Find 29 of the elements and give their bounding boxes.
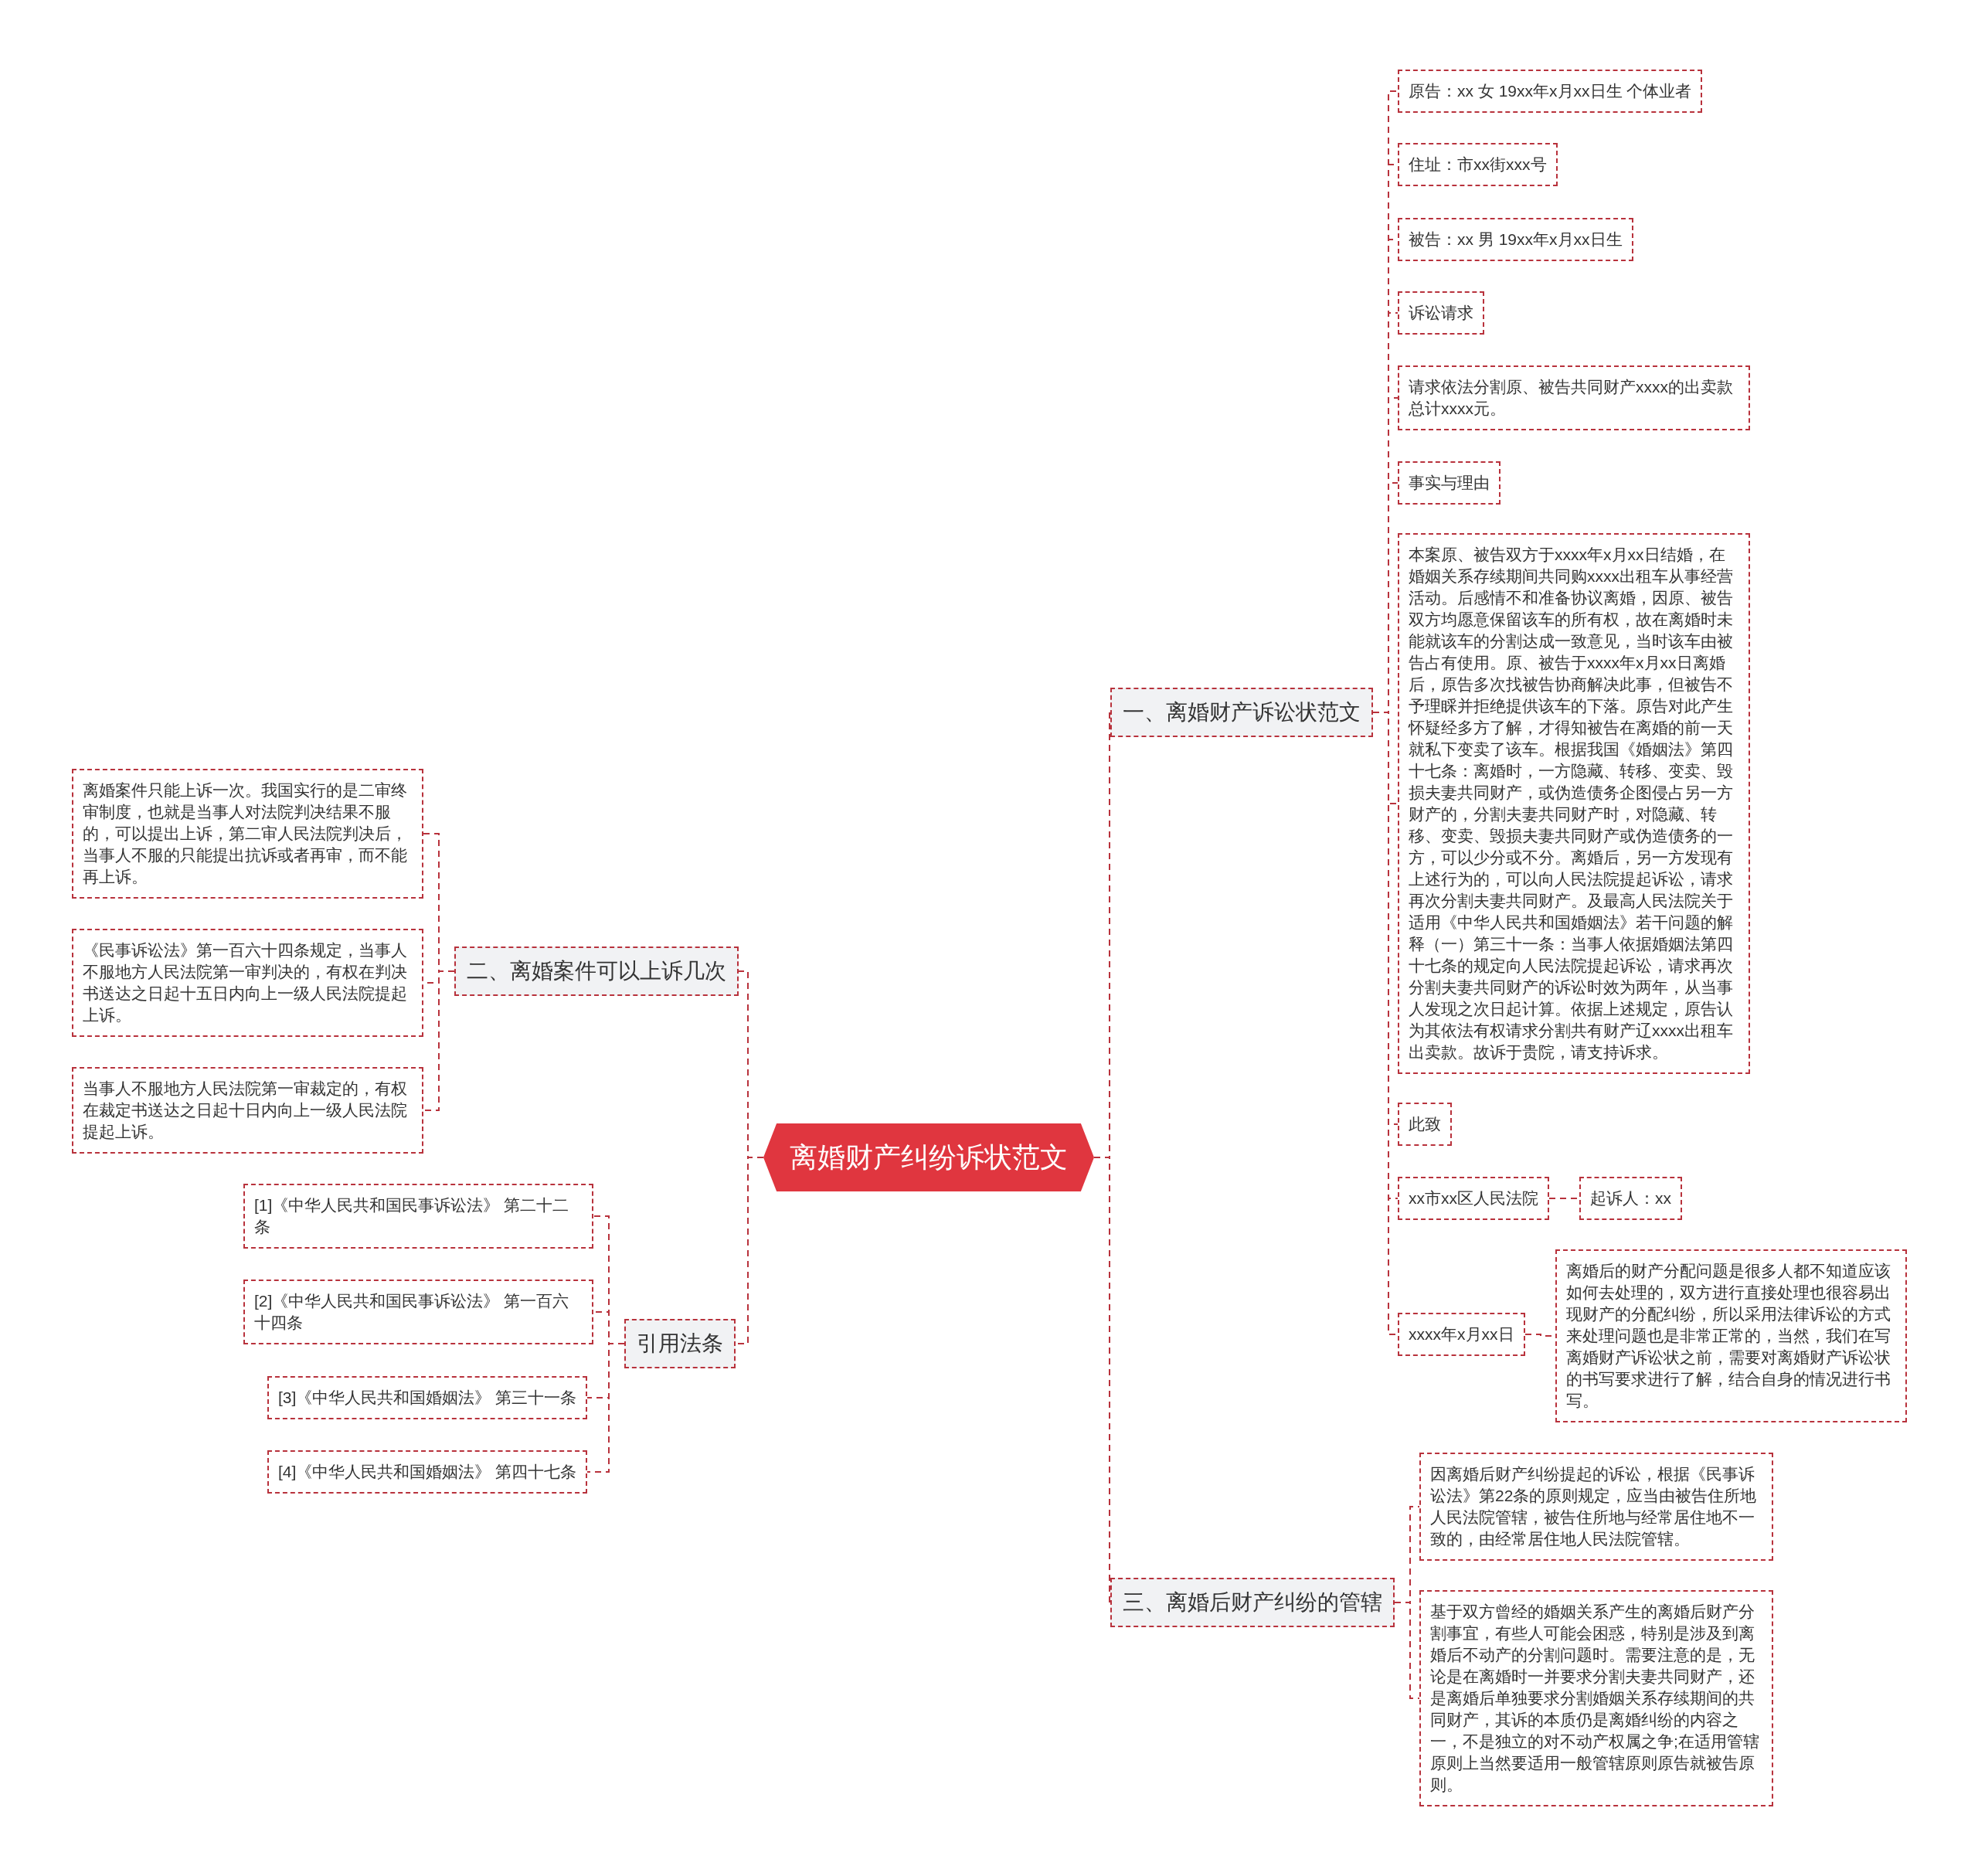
connector-line bbox=[1394, 1602, 1420, 1699]
branch-box: 三、离婚后财产纠纷的管辖 bbox=[1110, 1578, 1395, 1627]
text-box: 事实与理由 bbox=[1398, 461, 1500, 505]
text-box: [1]《中华人民共和国民事诉讼法》 第二十二条 bbox=[243, 1184, 593, 1249]
text-box: [3]《中华人民共和国婚姻法》 第三十一条 bbox=[267, 1376, 588, 1419]
text-box: 本案原、被告双方于xxxx年x月xx日结婚，在婚姻关系存续期间共同购xxxx出租车从事经营活动。后感情不和准备协议离婚，因原、被告双方均愿意保留该车的所有权，故在离婚时未能就该车的分割达成一致意见，当时该车由被告占有使用。原、被告于xxxx年x月xx日离婚后，原告多次找被告协商解决此事，但被告不予理睬并拒绝提供该车的下落。原告对此产生怀疑经多方了解，才得知被告在离婚的前一天就私下变卖了该车。根据我国《婚姻法》第四十七条：离婚时，一方隐藏、转移、变卖、毁损夫妻共同财产，或伪造债务企图侵占另一方财产的，分割夫妻共同财产时，对隐藏、转移、变卖、毁损夫妻共同财产或伪造债务的一方，可以少分或不分。离婚后，另一方发现有上述行为的，可以向人民法院提起诉讼，请求再次分割夫妻共同财产。及最高人民法院关于适用《中华人民共和国婚姻法》若干问题的解释（一）第三十一条：当事人依据婚姻法第四十七条的规定向人民法院提起诉讼，请求再次分割夫妻共同财产的诉讼时效为两年，从当事人发现之次日起计算。依据上述规定，原告认为其依法有权请求分割共有财产辽xxxx出租车出卖款。故诉于贵院，请支持诉求。 bbox=[1398, 533, 1750, 1074]
text-box: 当事人不服地方人民法院第一审裁定的，有权在裁定书送达之日起十日内向上一级人民法院提起上诉。 bbox=[72, 1067, 423, 1154]
text-box: 《民事诉讼法》第一百六十四条规定，当事人不服地方人民法院第一审判决的，有权在判决书送达之日起十五日内向上一级人民法院提起上诉。 bbox=[72, 929, 423, 1037]
text-box: 起诉人：xx bbox=[1579, 1177, 1682, 1220]
text-box: [2]《中华人民共和国民事诉讼法》 第一百六十四条 bbox=[243, 1280, 593, 1344]
text-box: xxxx年x月xx日 bbox=[1398, 1313, 1525, 1356]
text-box: 被告：xx 男 19xx年x月xx日生 bbox=[1398, 218, 1633, 261]
text-box: 住址：市xx街xxx号 bbox=[1398, 143, 1558, 186]
connector-line bbox=[586, 1343, 625, 1473]
connector-line bbox=[423, 970, 455, 1111]
text-box: 原告：xx 女 19xx年x月xx日生 个体业者 bbox=[1398, 70, 1703, 113]
text-box: 诉讼请求 bbox=[1398, 291, 1484, 335]
branch-box: 二、离婚案件可以上诉几次 bbox=[454, 946, 739, 996]
text-box: 基于双方曾经的婚姻关系产生的离婚后财产分割事宜，有些人可能会困惑，特别是涉及到离婚后不动产的分割问题时。需要注意的是，无论是在离婚时一并要求分割夫妻共同财产，还是离婚后单独要求分割婚姻关系存续期间的共同财产，其诉的本质仍是离婚纠纷的内容之一，不是独立的对不动产权属之争;在适用管辖原则上当然要适用一般管辖原则原告就被告原则。 bbox=[1419, 1590, 1773, 1806]
text-box: [4]《中华人民共和国婚姻法》 第四十七条 bbox=[267, 1450, 588, 1494]
text-box: 离婚案件只能上诉一次。我国实行的是二审终审制度，也就是当事人对法院判决结果不服的，可以提出上诉，第二审人民法院判决后，当事人不服的只能提出抗诉或者再审，而不能再上诉。 bbox=[72, 769, 423, 899]
text-box: 此致 bbox=[1398, 1103, 1452, 1146]
text-box: 因离婚后财产纠纷提起的诉讼，根据《民事诉讼法》第22条的原则规定，应当由被告住所地人民法院管辖，被告住所地与经常居住地不一致的，由经常居住地人民法院管辖。 bbox=[1419, 1453, 1773, 1561]
branch-box: 一、离婚财产诉讼状范文 bbox=[1110, 688, 1373, 737]
branch-box: 引用法条 bbox=[624, 1319, 736, 1368]
text-box: 离婚后的财产分配问题是很多人都不知道应该如何去处理的，双方进行直接处理也很容易出现财产的分配纠纷，所以采用法律诉讼的方式来处理问题也是非常正常的，当然，我们在写离婚财产诉讼状之前，需要对离婚财产诉讼状的书写要求进行了解，结合自身的情况进行书写。 bbox=[1555, 1249, 1907, 1422]
central-topic: 离婚财产纠纷诉状范文 bbox=[763, 1123, 1094, 1191]
text-box: 请求依法分割原、被告共同财产xxxx的出卖款总计xxxx元。 bbox=[1398, 365, 1750, 430]
text-box: xx市xx区人民法院 bbox=[1398, 1177, 1549, 1220]
